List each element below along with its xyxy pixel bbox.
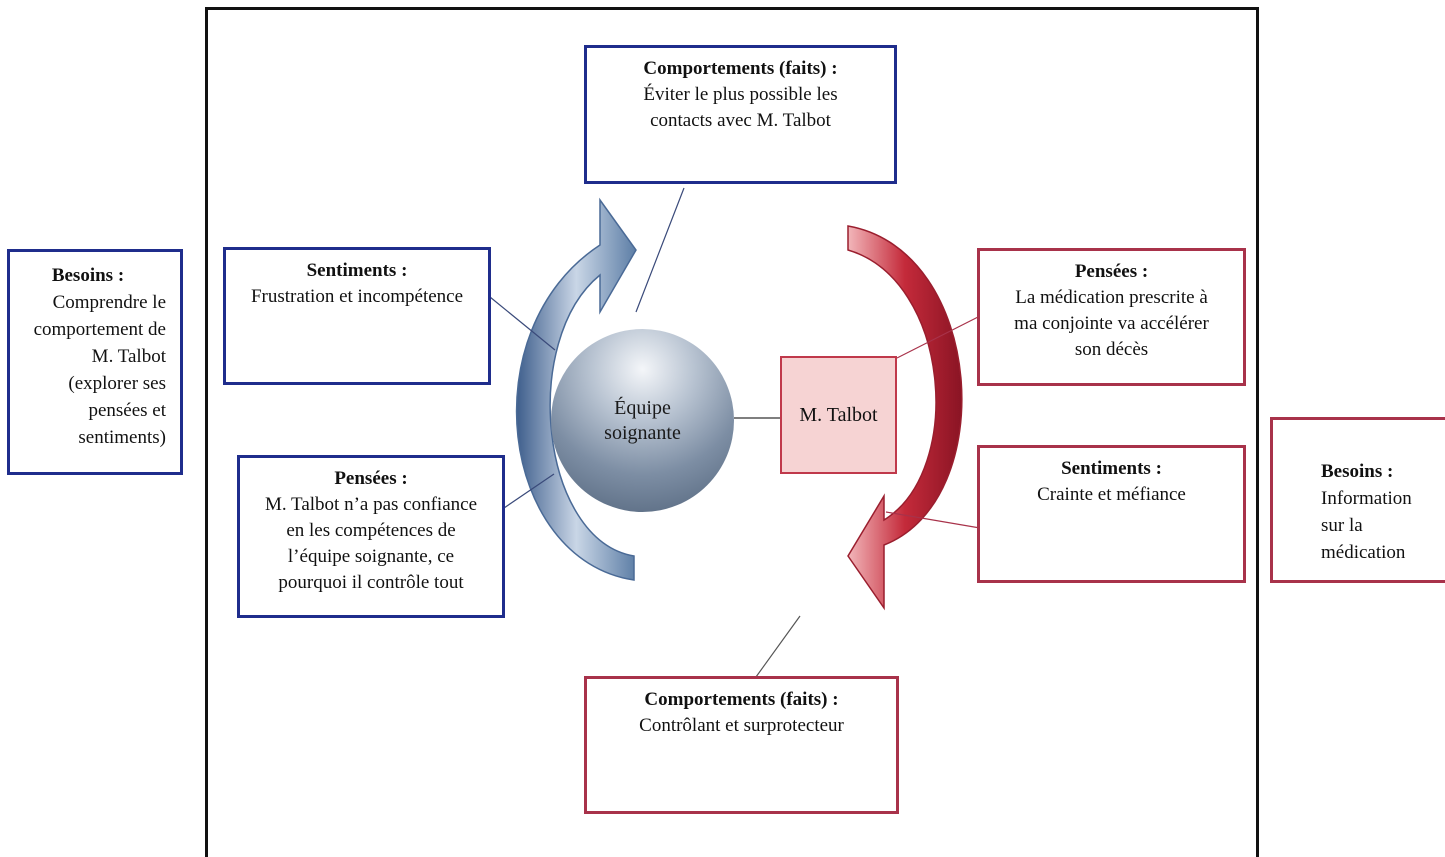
talbot-thoughts-box: Pensées : La médication prescrite à ma c… [977, 248, 1246, 386]
team-thoughts-title: Pensées : [334, 468, 408, 489]
talbot-cycle-arrow [847, 225, 963, 611]
talbot-thoughts-body: La médication prescrite à ma conjointe v… [1014, 287, 1209, 360]
diagram-frame [205, 7, 1259, 857]
talbot-feelings-box: Sentiments : Crainte et méfiance [977, 445, 1246, 583]
right-needs-body: Information sur la médication [1321, 488, 1412, 563]
team-feelings-body: Frustration et incompétence [250, 286, 464, 307]
talbot-node: M. Talbot [780, 356, 897, 474]
left-needs-body: Comprendre le comportement de M. Talbot … [33, 292, 166, 448]
team-behaviour-title: Comportements (faits) : [643, 58, 838, 79]
connector-talbot-thoughts [896, 315, 981, 359]
team-feelings-title: Sentiments : [306, 260, 408, 281]
connector-team-behaviour [635, 187, 685, 313]
team-feelings-box: Sentiments : Frustration et incompétence [223, 247, 491, 385]
talbot-thoughts-title: Pensées : [1074, 261, 1149, 282]
right-needs-box: Besoins : Information sur la médication [1270, 417, 1445, 583]
right-needs-title: Besoins : [1321, 461, 1394, 482]
connector-team-feelings [489, 296, 556, 351]
team-cycle-arrow [515, 197, 637, 581]
talbot-behaviour-box: Comportements (faits) : Contrôlant et su… [584, 676, 899, 814]
left-needs-title: Besoins : [51, 265, 125, 286]
talbot-feelings-body: Crainte et méfiance [1037, 484, 1186, 505]
team-behaviour-body: Éviter le plus possible les contacts ave… [643, 84, 838, 131]
team-thoughts-box: Pensées : M. Talbot n’a pas confiance en… [237, 455, 505, 618]
talbot-feelings-title: Sentiments : [1061, 458, 1162, 479]
talbot-node-label: M. Talbot [799, 403, 878, 426]
connector-talbot-feelings [885, 511, 981, 529]
team-node: Équipe soignante [551, 329, 734, 512]
talbot-behaviour-body: Contrôlant et surprotecteur [639, 715, 844, 736]
team-behaviour-box: Comportements (faits) : Éviter le plus p… [584, 45, 897, 184]
connector-team-thoughts [503, 473, 555, 509]
team-node-label: Équipe soignante [604, 396, 681, 444]
team-thoughts-body: M. Talbot n’a pas confiance en les compé… [265, 494, 477, 593]
left-needs-box: Besoins : Comprendre le comportement de … [7, 249, 183, 475]
talbot-behaviour-title: Comportements (faits) : [644, 689, 839, 710]
